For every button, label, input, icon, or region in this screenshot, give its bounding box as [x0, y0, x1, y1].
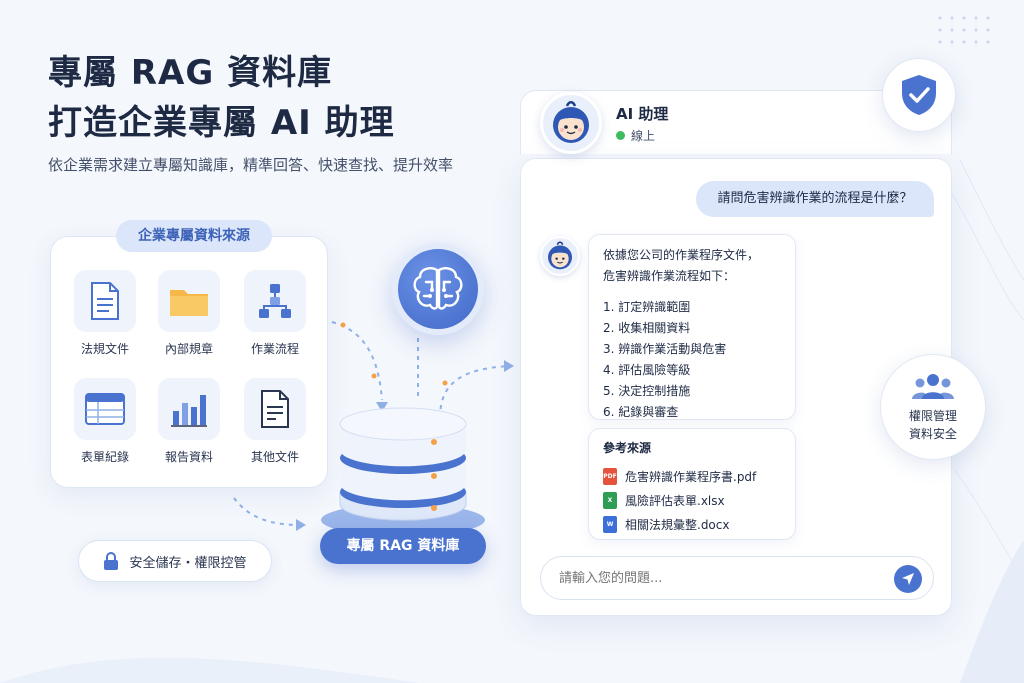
permission-label: 權限管理 — [908, 409, 957, 423]
database-icon — [321, 407, 485, 536]
online-status-icon — [616, 131, 625, 140]
secure-storage-badge: 安全儲存・權限控管 — [78, 540, 272, 582]
chat-input[interactable] — [540, 556, 934, 600]
source-item-label: 法規文件 — [80, 342, 129, 356]
document-icon — [74, 270, 136, 332]
references-title: 參考來源 — [603, 441, 652, 455]
source-item-workflow[interactable]: 作業流程 — [240, 270, 310, 357]
source-item-other-files[interactable]: 其他文件 — [240, 378, 310, 465]
reference-item[interactable]: W 相關法規彙整.docx — [603, 512, 781, 536]
title-line-1: 專屬 RAG 資料庫 — [48, 53, 333, 93]
users-icon — [912, 374, 954, 399]
reference-filename: 相關法規彙整.docx — [625, 517, 730, 532]
answer-steps-list: 1. 訂定辨識範圍 2. 收集相關資料 3. 辨識作業活動與危害 4. 評估風險… — [603, 297, 781, 423]
bot-status-label: 線上 — [631, 129, 656, 143]
secure-storage-label: 安全儲存・權限控管 — [129, 555, 247, 571]
bot-avatar-small — [540, 236, 580, 276]
answer-step: 4. 評估風險等級 — [603, 363, 691, 377]
references-card: 參考來源 PDF 危害辨識作業程序書.pdf X 風險評估表單.xlsx W 相… — [588, 428, 796, 540]
shield-check-icon — [902, 75, 936, 115]
bar-chart-icon — [158, 378, 220, 440]
reference-filename: 危害辨識作業程序書.pdf — [625, 469, 757, 484]
user-message-bubble: 請問危害辨識作業的流程是什麼？ — [696, 181, 934, 217]
source-item-label: 表單紀錄 — [80, 450, 129, 464]
answer-step: 2. 收集相關資料 — [603, 321, 691, 335]
table-icon — [74, 378, 136, 440]
source-item-label: 其他文件 — [250, 450, 299, 464]
bot-answer-card: 依據您公司的作業程序文件， 危害辨識作業流程如下： 1. 訂定辨識範圍 2. 收… — [588, 234, 796, 420]
source-item-form-records[interactable]: 表單紀錄 — [70, 378, 140, 465]
source-item-internal-rules[interactable]: 內部規章 — [154, 270, 224, 357]
reference-item[interactable]: PDF 危害辨識作業程序書.pdf — [603, 464, 781, 488]
lock-icon — [104, 552, 119, 570]
pdf-file-icon: PDF — [603, 467, 617, 485]
answer-step: 3. 辨識作業活動與危害 — [603, 342, 727, 356]
file-icon — [244, 378, 306, 440]
sources-panel-label: 企業專屬資料來源 — [116, 220, 272, 252]
data-security-label: 資料安全 — [908, 427, 957, 441]
answer-step: 5. 決定控制措施 — [603, 384, 691, 398]
rag-database-label: 專屬 RAG 資料庫 — [320, 528, 486, 564]
permission-badge: 權限管理 資料安全 — [880, 354, 986, 460]
word-file-icon: W — [603, 515, 617, 533]
answer-step: 6. 紀錄與審查 — [603, 405, 679, 419]
source-item-reports[interactable]: 報告資料 — [154, 378, 224, 465]
send-icon — [902, 573, 914, 585]
bot-avatar — [540, 92, 602, 154]
source-item-regulations[interactable]: 法規文件 — [70, 270, 140, 357]
excel-file-icon: X — [603, 491, 617, 509]
send-button[interactable] — [894, 565, 922, 593]
bot-mascot-icon — [553, 101, 589, 143]
flowchart-icon — [244, 270, 306, 332]
answer-intro: 依據您公司的作業程序文件， — [603, 248, 760, 262]
source-item-label: 作業流程 — [250, 342, 299, 356]
reference-filename: 風險評估表單.xlsx — [625, 493, 725, 508]
ai-brain-icon — [392, 243, 484, 335]
page-title: 專屬 RAG 資料庫 打造企業專屬 AI 助理 — [48, 48, 395, 148]
bot-status: 線上 — [616, 127, 655, 144]
security-shield — [882, 58, 956, 132]
title-line-2: 打造企業專屬 AI 助理 — [48, 103, 395, 143]
page-subtitle: 依企業需求建立專屬知識庫，精準回答、快速查找、提升效率 — [48, 156, 454, 174]
folder-icon — [158, 270, 220, 332]
source-item-label: 報告資料 — [164, 450, 213, 464]
answer-intro: 危害辨識作業流程如下： — [603, 269, 736, 283]
answer-step: 1. 訂定辨識範圍 — [603, 300, 691, 314]
source-item-label: 內部規章 — [164, 342, 213, 356]
reference-item[interactable]: X 風險評估表單.xlsx — [603, 488, 781, 512]
bot-mascot-icon — [548, 241, 572, 270]
bot-name: AI 助理 — [616, 105, 669, 123]
